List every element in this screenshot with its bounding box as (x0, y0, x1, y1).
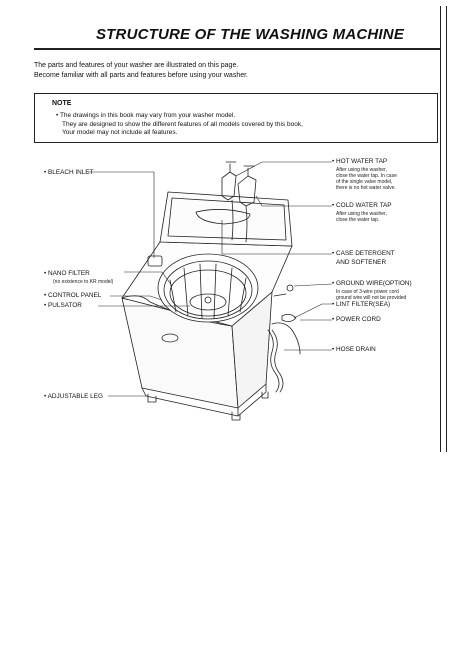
label-hot-water-tap-note: After using the washer, (336, 167, 387, 173)
label-hot-water-tap: • HOT WATER TAP (332, 158, 388, 165)
label-case-detergent-line2: AND SOFTENER (336, 259, 387, 266)
label-hose-drain: • HOSE DRAIN (332, 346, 376, 353)
label-lint-filter: • LINT FILTER(SEA) (332, 301, 391, 308)
power-cord-shape (271, 322, 301, 355)
note-box (34, 93, 438, 143)
label-bleach-inlet: • BLEACH INLET (44, 169, 94, 176)
side-rule (440, 6, 441, 452)
label-nano-filter: • NANO FILTER (44, 270, 90, 277)
label-control-panel: • CONTROL PANEL (44, 292, 102, 299)
side-rule (446, 6, 447, 452)
pulsator-shape (189, 293, 227, 311)
intro-line: Become familiar with all parts and featu… (34, 71, 248, 79)
label-cold-water-tap: • COLD WATER TAP (332, 202, 392, 209)
lint-filter-shape (281, 314, 297, 322)
label-hot-water-tap-note: close the water tap. In case (336, 173, 397, 179)
intro-text: The parts and features of your washer ar… (34, 61, 248, 80)
label-cold-water-tap-note: After using the washer, (336, 211, 387, 217)
label-ground-wire: • GROUND WIRE(OPTION) (332, 280, 412, 287)
leg-shape (147, 393, 157, 403)
label-ground-wire-note: In case of 3-wire power cord (336, 289, 399, 295)
detergent-case (195, 209, 251, 225)
page-title: STRUCTURE OF THE WASHING MACHINE (95, 26, 405, 43)
lid (159, 191, 293, 247)
ground-wire-shape (286, 284, 294, 292)
bleach-inlet-shape (147, 255, 163, 267)
note-line: Your model may not include all features. (62, 129, 178, 137)
tub-opening (157, 253, 259, 323)
label-cold-water-tap-note: close the water tap. (336, 217, 380, 223)
label-ground-wire-note: ground wire will not be provided (336, 295, 407, 301)
note-text: • The drawings in this book may vary fro… (56, 112, 303, 138)
note-title: NOTE (52, 100, 72, 107)
label-hot-water-tap-note: of the single valve model, (336, 179, 393, 185)
label-adjustable-leg: • ADJUSTABLE LEG (44, 393, 103, 400)
note-line: • The drawings in this book may vary fro… (56, 112, 236, 119)
hose-drain-shape (271, 329, 284, 393)
note-line: They are designed to show the different … (62, 120, 303, 128)
label-hot-water-tap-note: there is no hot water valve. (336, 185, 396, 191)
label-case-detergent: • CASE DETERGENT (332, 250, 395, 257)
label-pulsator: • PULSATOR (44, 302, 82, 309)
logo-badge (161, 333, 179, 343)
intro-line: The parts and features of your washer ar… (34, 62, 239, 69)
label-power-cord: • POWER CORD (332, 316, 381, 323)
label-nano-filter-note: (no existence to KR model) (53, 279, 114, 285)
title-rule (34, 48, 440, 50)
